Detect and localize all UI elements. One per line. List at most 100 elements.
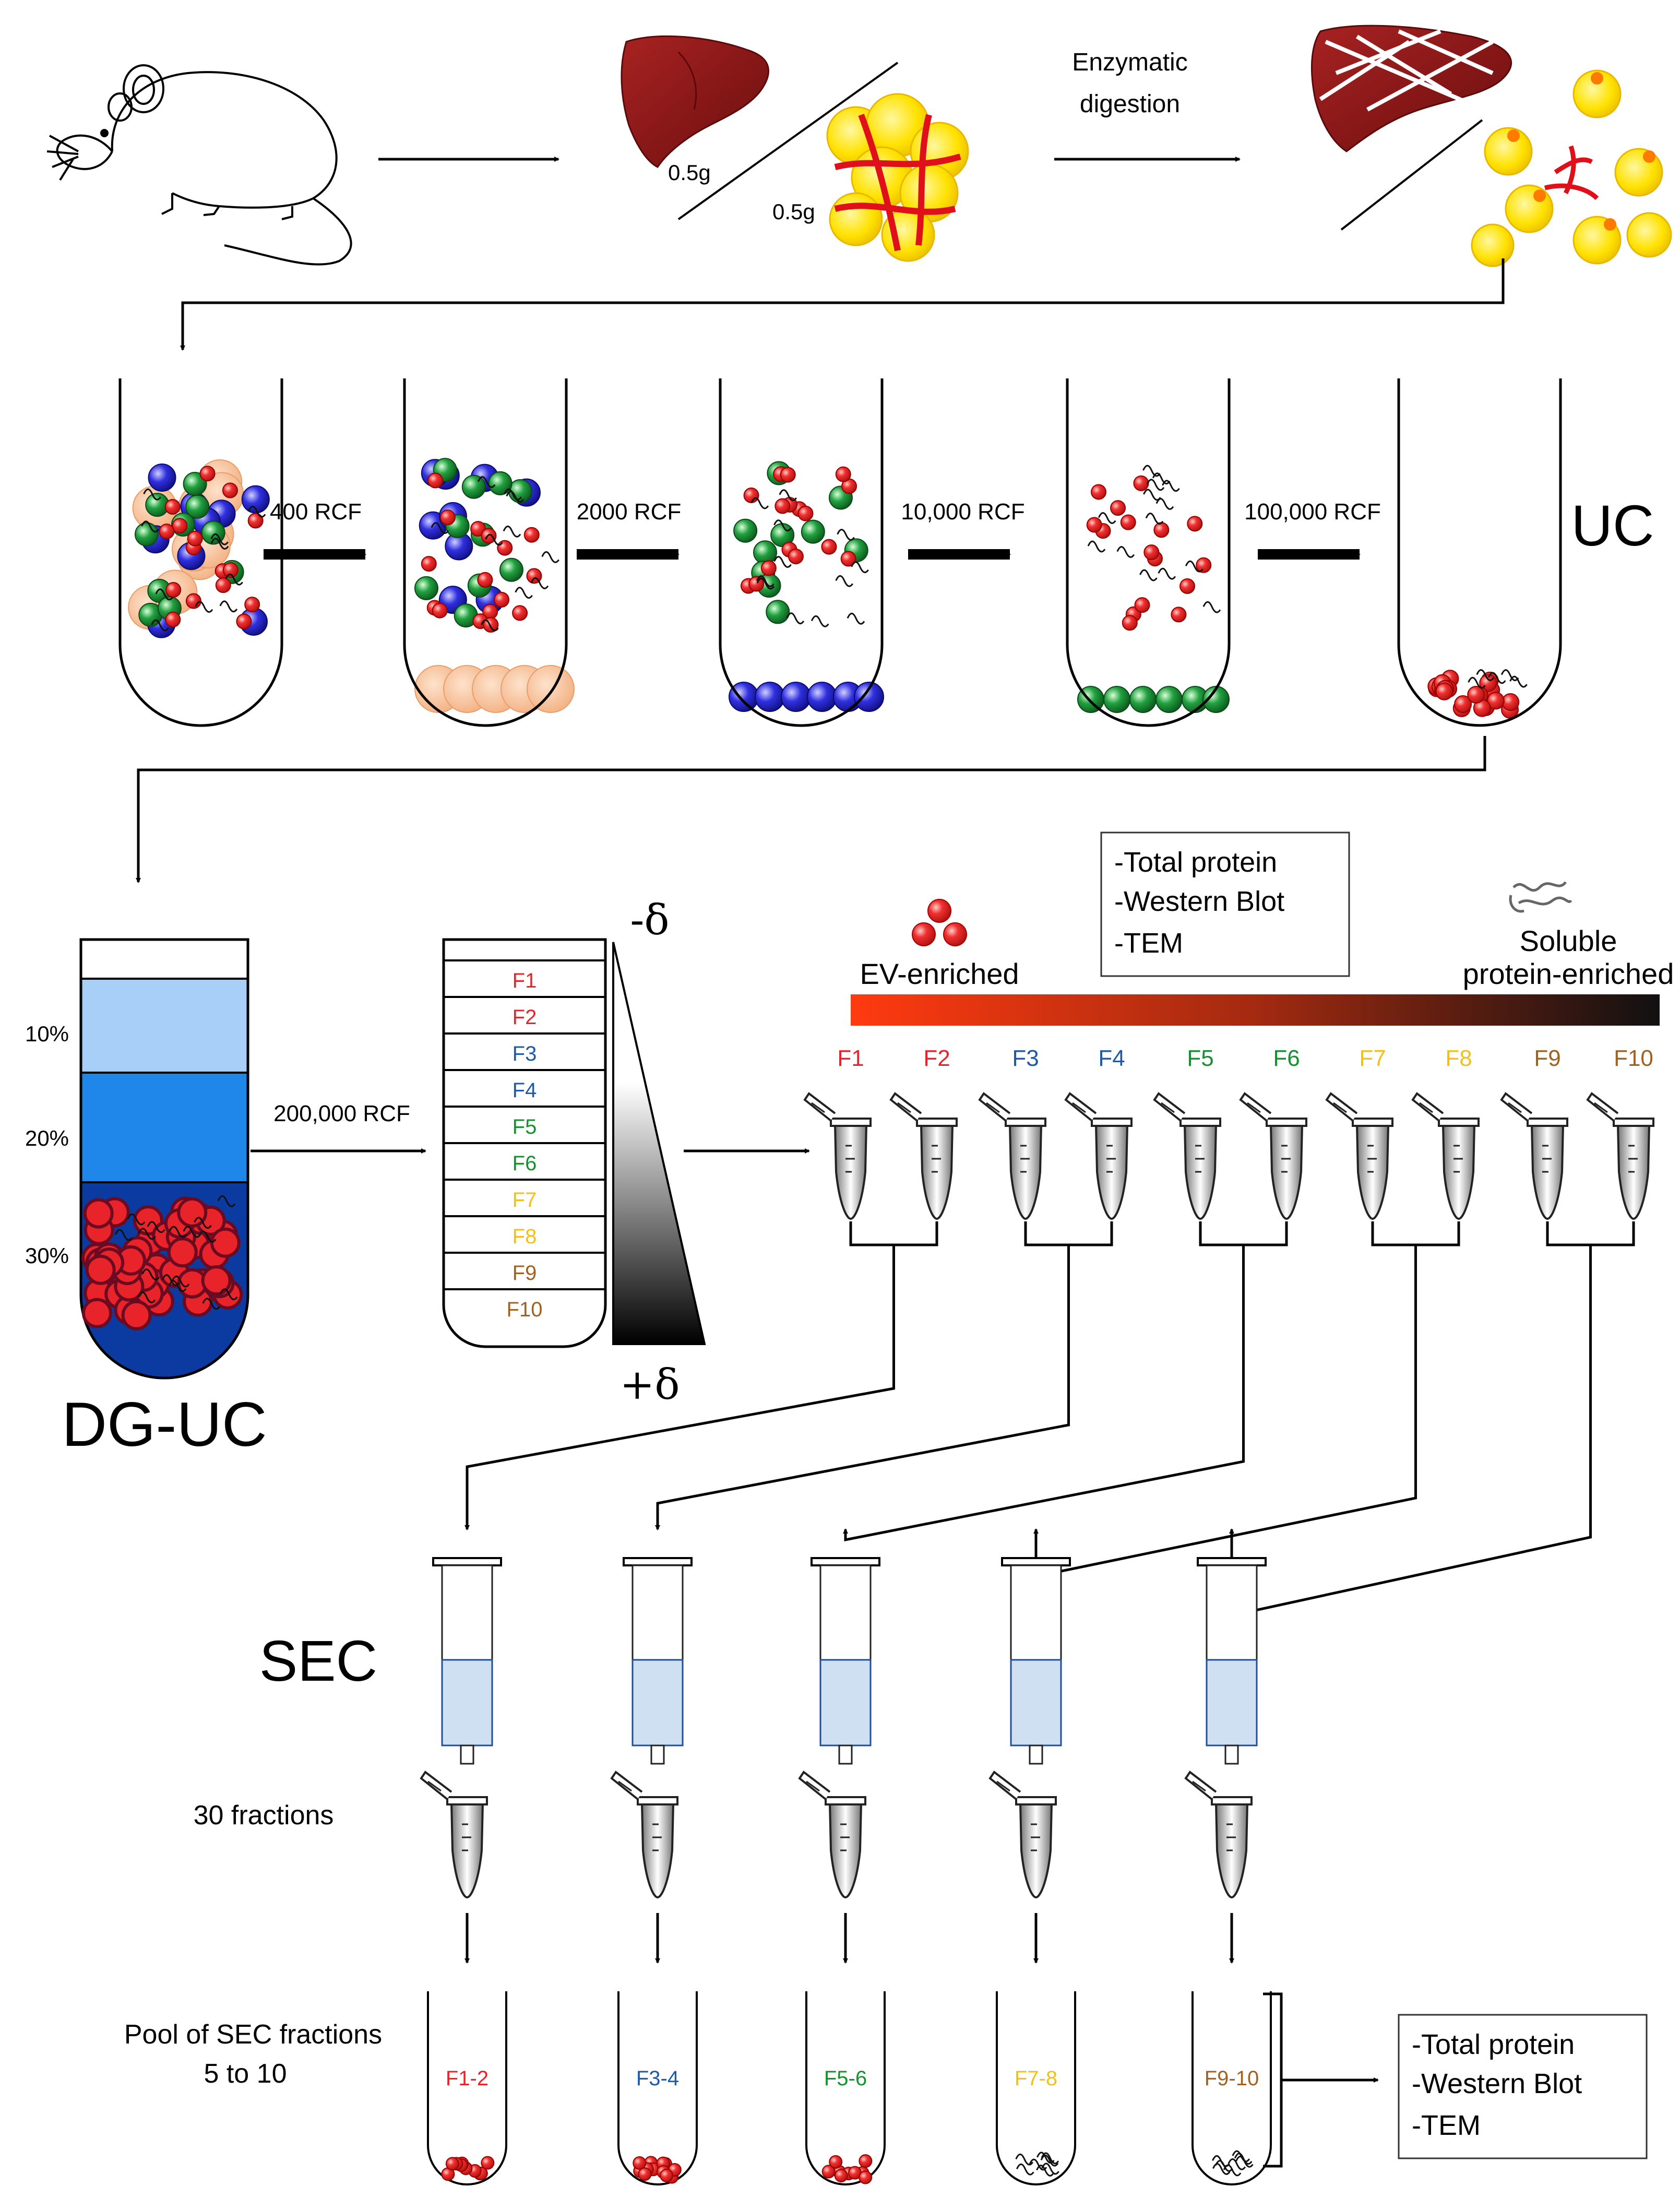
sec-column-5: F9-10 <box>1184 1557 1272 2185</box>
fraction-pair-brackets <box>849 1221 1635 1246</box>
fraction-label-4: F4 <box>513 1079 537 1102</box>
analysis2-item-western-blot: -Western Blot <box>1412 2068 1582 2099</box>
soluble-label-line2: protein-enriched <box>1463 957 1674 990</box>
analysis-box-2: -Total protein -Western Blot -TEM <box>1398 2014 1648 2159</box>
digestion-label-line2: digestion <box>1080 90 1180 118</box>
liver-mass-label: 0.5g <box>668 160 711 185</box>
liver-icon <box>621 35 769 168</box>
uc-tube-2 <box>403 378 575 727</box>
sec-section-label: SEC <box>259 1629 377 1693</box>
microtube-label-f1: F1 <box>837 1045 864 1071</box>
soluble-label-line1: Soluble <box>1520 924 1617 957</box>
microtube-label-f7: F7 <box>1359 1045 1386 1071</box>
digestion-label-line1: Enzymatic <box>1072 49 1187 76</box>
digested-adipocytes-icon <box>1471 69 1672 267</box>
uc-tube-3 <box>719 378 884 727</box>
sec-columns: F1-2 F3-4 F5-6 F7-8 F9-10 <box>420 1557 1272 2185</box>
microtube-row: F1 F2 F3 F4 F5 F6 F7 F8 F9 F10 <box>803 1045 1654 1220</box>
microtube-f5: F5 <box>1153 1045 1221 1220</box>
uc-section-label: UC <box>1571 494 1654 558</box>
uc-step-4-label: 100,000 RCF <box>1244 499 1381 525</box>
bracket-pair-2 <box>1024 1221 1113 1246</box>
sec-fraction-tube-2 <box>610 1771 678 1899</box>
fraction-label-9: F9 <box>513 1262 537 1285</box>
analysis2-item-total-protein: -Total protein <box>1412 2029 1575 2060</box>
sec-fraction-tube-4 <box>988 1771 1057 1899</box>
uc-tubes <box>118 378 1562 727</box>
sec-column-2: F3-4 <box>610 1557 698 2185</box>
pool-tube-5: F9-10 <box>1192 1991 1272 2185</box>
microtube-label-f6: F6 <box>1273 1045 1300 1071</box>
pool-tube-2: F3-4 <box>617 1991 698 2185</box>
microtube-label-f10: F10 <box>1614 1045 1653 1071</box>
analysis1-item-tem: -TEM <box>1114 928 1183 959</box>
uc-tube-5 <box>1397 378 1562 727</box>
analysis1-item-western-blot: -Western Blot <box>1114 886 1284 917</box>
adipose-tissue-icon <box>826 93 969 262</box>
pool-label-line1: Pool of SEC fractions <box>124 2019 382 2050</box>
layer-label-30: 30% <box>25 1243 69 1268</box>
microtube-f6: F6 <box>1239 1045 1307 1220</box>
uc-tube-1 <box>118 378 283 727</box>
ev-cluster-icon <box>912 899 967 946</box>
sec-connector-2 <box>655 1245 1070 1530</box>
pool-label-3: F5-6 <box>824 2067 867 2090</box>
fraction-label-10: F10 <box>507 1298 543 1321</box>
sec-fraction-tube-1 <box>420 1771 488 1899</box>
microtube-f4: F4 <box>1064 1045 1133 1220</box>
fat-mass-label: 0.5g <box>772 199 815 224</box>
uc-tube-4 <box>1066 378 1231 727</box>
fraction-label-1: F1 <box>513 969 537 992</box>
microtube-f8: F8 <box>1411 1045 1480 1220</box>
analysis-box-1: -Total protein -Western Blot -TEM <box>1100 831 1350 977</box>
divider-line-1 <box>677 62 899 220</box>
microtube-label-f8: F8 <box>1445 1045 1472 1071</box>
density-bottom-label: +δ <box>619 1360 680 1409</box>
sec-connector-5 <box>1229 1245 1592 1618</box>
fraction-label-6: F6 <box>513 1152 537 1175</box>
fraction-label-5: F5 <box>513 1115 537 1138</box>
bracket-pair-4 <box>1371 1221 1460 1246</box>
microtube-f7: F7 <box>1325 1045 1393 1220</box>
dguc-speed-label: 200,000 RCF <box>273 1101 410 1126</box>
ev-gradient-bar <box>851 994 1660 1026</box>
density-top-label: -δ <box>630 896 669 944</box>
uc-step-1-label: 400 RCF <box>270 499 362 525</box>
divider-line-2 <box>1340 119 1483 231</box>
sec-column-4: F7-8 <box>988 1557 1076 2185</box>
sec-connector-3 <box>843 1245 1245 1542</box>
soluble-protein-icon <box>1509 881 1572 913</box>
sec-column-3: F5-6 <box>798 1557 886 2185</box>
microtube-label-f2: F2 <box>923 1045 950 1071</box>
bracket-pair-5 <box>1546 1221 1635 1246</box>
analysis1-item-total-protein: -Total protein <box>1114 847 1277 878</box>
microtube-label-f5: F5 <box>1187 1045 1213 1071</box>
pool-tube-4: F7-8 <box>996 1991 1076 2185</box>
pool-label-4: F7-8 <box>1015 2067 1057 2090</box>
digested-liver-icon <box>1310 25 1512 152</box>
sec-column-1: F1-2 <box>420 1557 507 2185</box>
bracket-pair-1 <box>849 1221 938 1246</box>
pool-label-5: F9-10 <box>1205 2067 1259 2090</box>
fraction-label-3: F3 <box>513 1042 537 1065</box>
fraction-label-8: F8 <box>513 1225 537 1248</box>
analysis2-item-tem: -TEM <box>1412 2110 1481 2141</box>
connector-row2-to-row3 <box>136 736 1486 883</box>
dguc-section-label: DG-UC <box>62 1389 267 1459</box>
microtube-f9: F9 <box>1500 1045 1568 1220</box>
fraction-label-2: F2 <box>513 1006 537 1029</box>
connector-row1-to-row2 <box>180 258 1505 351</box>
microtube-label-f9: F9 <box>1534 1045 1560 1071</box>
sec-fractions-label: 30 fractions <box>194 1800 334 1831</box>
pool-tube-1: F1-2 <box>427 1991 507 2185</box>
fraction-label-7: F7 <box>513 1189 537 1211</box>
ev-pellet-particles <box>81 1195 243 1330</box>
sec-fraction-tube-3 <box>798 1771 866 1899</box>
uc-step-3-label: 10,000 RCF <box>901 499 1024 525</box>
microtube-label-f3: F3 <box>1012 1045 1039 1071</box>
microtube-f2: F2 <box>889 1045 958 1220</box>
microtube-f10: F10 <box>1586 1045 1654 1220</box>
sec-connector-1 <box>464 1245 895 1530</box>
